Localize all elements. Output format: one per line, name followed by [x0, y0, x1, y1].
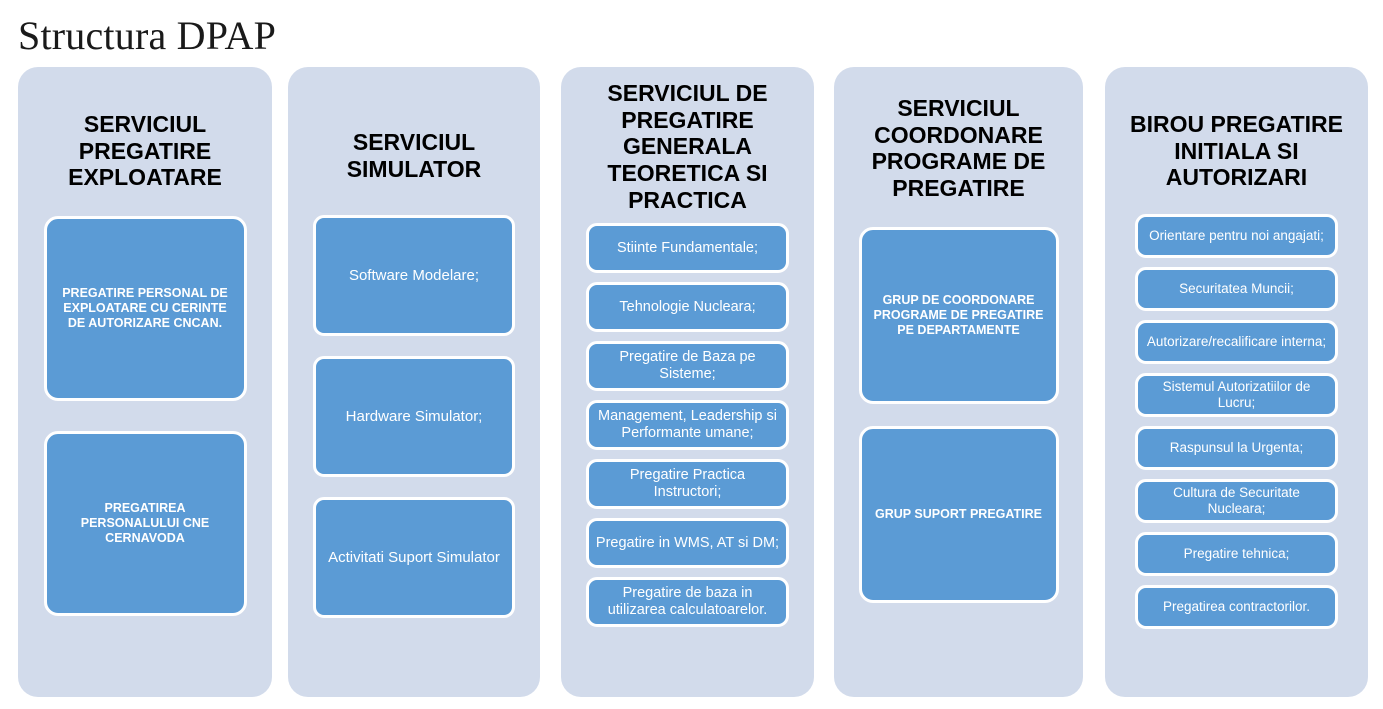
- column-serviciul-simulator: SERVICIUL SIMULATOR Software Modelare; H…: [288, 67, 540, 697]
- page-title: Structura DPAP: [18, 13, 277, 58]
- card-item[interactable]: Sistemul Autorizatiilor de Lucru;: [1135, 373, 1338, 418]
- card-item[interactable]: Management, Leadership si Performante um…: [586, 400, 789, 451]
- column-serviciul-pregatire-generala: SERVICIUL DE PREGATIRE GENERALA TEORETIC…: [561, 67, 814, 697]
- card-item[interactable]: Pregatire Practica Instructori;: [586, 459, 789, 510]
- card-item[interactable]: Pregatire de Baza pe Sisteme;: [586, 341, 789, 392]
- card-item[interactable]: Raspunsul la Urgenta;: [1135, 426, 1338, 471]
- card-item[interactable]: Hardware Simulator;: [313, 356, 515, 478]
- column-header: SERVICIUL SIMULATOR: [346, 129, 482, 182]
- column-header: BIROU PREGATIRE INITIALA SI AUTORIZARI: [1130, 111, 1343, 191]
- card-item[interactable]: Activitati Suport Simulator: [313, 497, 515, 619]
- card-item[interactable]: Orientare pentru noi angajati;: [1135, 214, 1338, 259]
- column-header: SERVICIUL DE PREGATIRE GENERALA TEORETIC…: [607, 80, 768, 213]
- org-columns-container: SERVICIUL PREGATIRE EXPLOATARE PREGATIRE…: [18, 67, 1368, 697]
- card-item[interactable]: Pregatire tehnica;: [1135, 532, 1338, 577]
- column-cards: Stiinte Fundamentale; Tehnologie Nuclear…: [561, 223, 814, 628]
- column-serviciul-coordonare-programe: SERVICIUL COORDONARE PROGRAME DE PREGATI…: [834, 67, 1083, 697]
- column-header: SERVICIUL PREGATIRE EXPLOATARE: [68, 111, 222, 191]
- card-item[interactable]: Pregatire in WMS, AT si DM;: [586, 518, 789, 569]
- card-item[interactable]: GRUP SUPORT PREGATIRE: [858, 425, 1059, 603]
- column-header: SERVICIUL COORDONARE PROGRAME DE PREGATI…: [871, 95, 1046, 202]
- card-item[interactable]: PREGATIRE PERSONAL DE EXPLOATARE CU CERI…: [43, 216, 247, 402]
- card-item[interactable]: Stiinte Fundamentale;: [586, 223, 789, 274]
- column-cards: PREGATIRE PERSONAL DE EXPLOATARE CU CERI…: [18, 216, 272, 617]
- column-cards: Orientare pentru noi angajati; Securitat…: [1105, 214, 1368, 630]
- card-item[interactable]: Cultura de Securitate Nucleara;: [1135, 479, 1338, 524]
- card-item[interactable]: Pregatire de baza in utilizarea calculat…: [586, 577, 789, 628]
- column-cards: GRUP DE COORDONARE PROGRAME DE PREGATIRE…: [834, 226, 1083, 603]
- card-item[interactable]: Pregatirea contractorilor.: [1135, 585, 1338, 630]
- card-item[interactable]: Software Modelare;: [313, 215, 515, 337]
- card-item[interactable]: Tehnologie Nucleara;: [586, 282, 789, 333]
- column-serviciul-pregatire-exploatare: SERVICIUL PREGATIRE EXPLOATARE PREGATIRE…: [18, 67, 272, 697]
- column-cards: Software Modelare; Hardware Simulator; A…: [288, 215, 540, 619]
- card-item[interactable]: PREGATIREA PERSONALULUI CNE CERNAVODA: [43, 431, 247, 617]
- column-birou-pregatire-initiala: BIROU PREGATIRE INITIALA SI AUTORIZARI O…: [1105, 67, 1368, 697]
- card-item[interactable]: GRUP DE COORDONARE PROGRAME DE PREGATIRE…: [858, 226, 1059, 404]
- card-item[interactable]: Autorizare/recalificare interna;: [1135, 320, 1338, 365]
- card-item[interactable]: Securitatea Muncii;: [1135, 267, 1338, 312]
